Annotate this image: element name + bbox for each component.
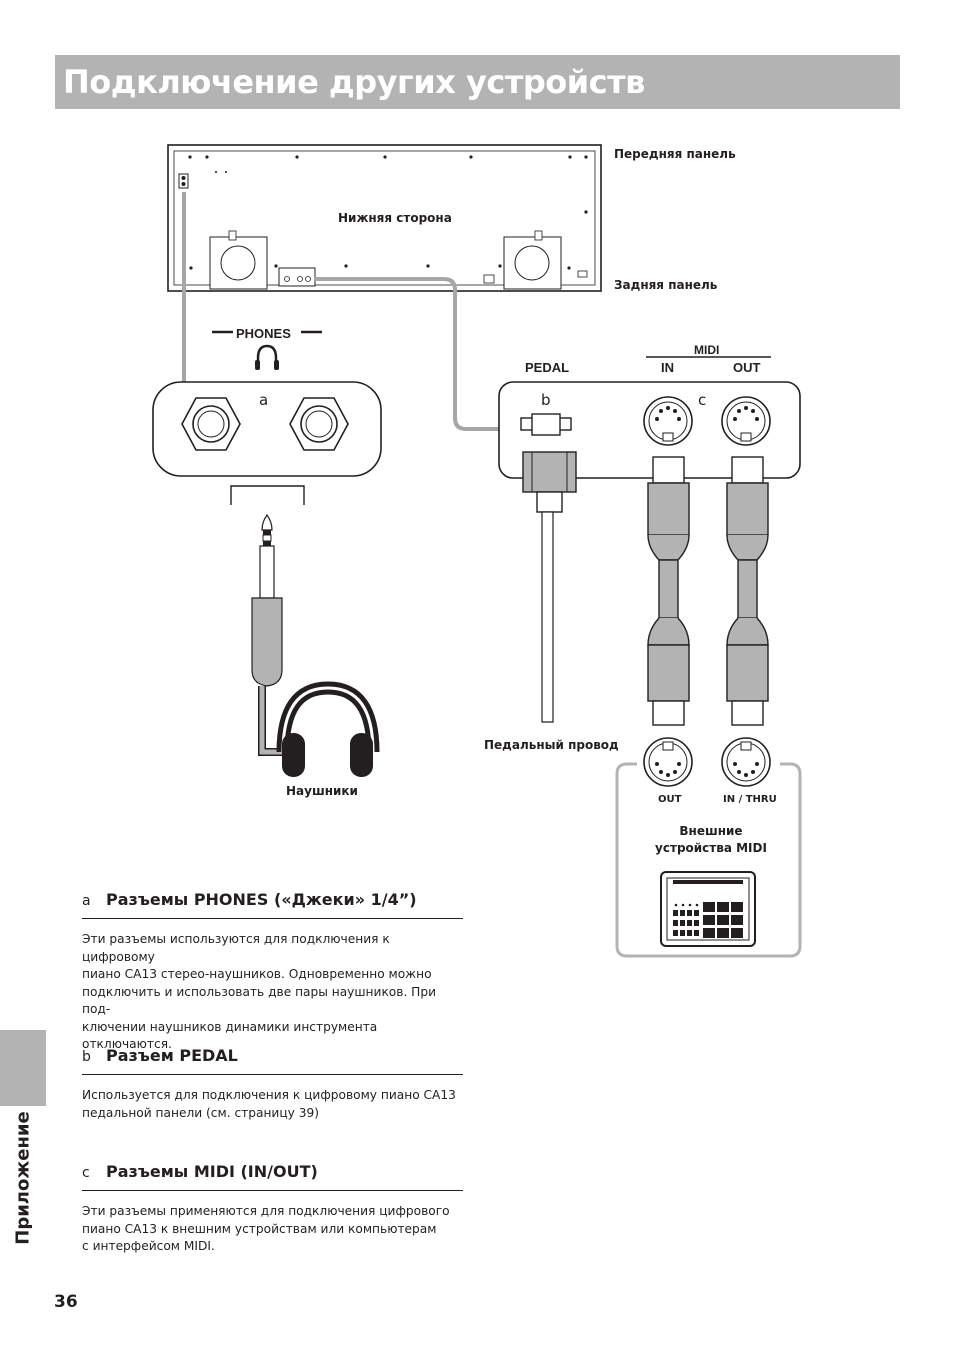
section-letter: c [82,1165,90,1181]
body-line: ключении наушников динамики инструмента … [82,1019,378,1052]
page-title: Подключение других устройств [63,63,645,101]
body-line: педальной панели (см. страницу 39) [82,1105,319,1120]
pedal-plug [522,451,577,723]
page-number: 36 [54,1292,78,1312]
rear-panel-label: Задняя панель [614,278,718,292]
external-midi-box [615,737,802,958]
side-tab-label: Приложение [0,1110,46,1245]
pedal-label: PEDAL [525,360,569,375]
piano-underside [167,144,602,292]
ext-out-label: OUT [658,794,682,805]
section-letter: a [82,893,91,909]
headphones-label: Наушники [286,784,358,798]
phones-jack-panel [152,381,382,477]
midi-in-label: IN [661,360,674,375]
section-midi: c Разъемы MIDI (IN/OUT) Эти разъемы прим… [82,1162,463,1256]
connection-diagram: Передняя панель Нижняя сторона Задняя па… [152,144,802,958]
body-line: Эти разъемы используются для подключения… [82,932,390,964]
section-body: Эти разъемы используются для подключения… [82,931,463,1054]
midi-label: MIDI [694,343,719,357]
section-title: Разъемы PHONES («Джеки» 1/4”) [106,890,417,909]
body-line: Используется для подключения к цифровому… [82,1088,456,1102]
letter-b: b [541,391,551,409]
section-phones: a Разъемы PHONES («Джеки» 1/4”) Эти разъ… [82,890,463,1054]
side-tab-marker [0,1030,46,1106]
section-heading: b Разъем PEDAL [82,1046,463,1075]
midi-cables [647,456,769,726]
midi-out-label: OUT [733,360,761,375]
title-bar: Подключение других устройств [55,55,900,109]
side-tab-text: Приложение [12,1110,34,1245]
ext-devices-label-1: Внешние [679,824,742,838]
section-title: Разъемы MIDI (IN/OUT) [106,1162,318,1181]
phones-label: PHONES [236,326,291,341]
pedal-link-cable [314,277,500,431]
body-line: пиано CA13 стерео-наушников. Одновременн… [82,967,432,981]
body-line: Эти разъемы применяются для подключения … [82,1204,450,1218]
section-title: Разъем PEDAL [106,1046,238,1065]
pedal-cable-label: Педальный провод [484,738,619,752]
body-line: с интерфейсом MIDI. [82,1239,215,1253]
body-line: подключить и использовать две пары наушн… [82,984,437,1017]
bottom-side-label: Нижняя сторона [338,211,452,225]
section-heading: c Разъемы MIDI (IN/OUT) [82,1162,463,1191]
midi-device-icon [660,871,756,947]
section-body: Эти разъемы применяются для подключения … [82,1203,463,1256]
section-body: Используется для подключения к цифровому… [82,1087,463,1122]
section-pedal: b Разъем PEDAL Используется для подключе… [82,1046,463,1122]
ext-in-thru-label: IN / THRU [723,794,777,805]
headphones-symbol-icon [255,344,279,370]
body-line: пиано CA13 к внешним устройствам или ком… [82,1221,437,1236]
letter-a: a [259,391,268,409]
front-panel-label: Передняя панель [614,147,736,161]
section-heading: a Разъемы PHONES («Джеки» 1/4”) [82,890,463,919]
letter-c: c [698,391,706,409]
section-letter: b [82,1049,91,1065]
headphones-icon [276,681,380,777]
ext-devices-label-2: устройства MIDI [655,841,767,855]
